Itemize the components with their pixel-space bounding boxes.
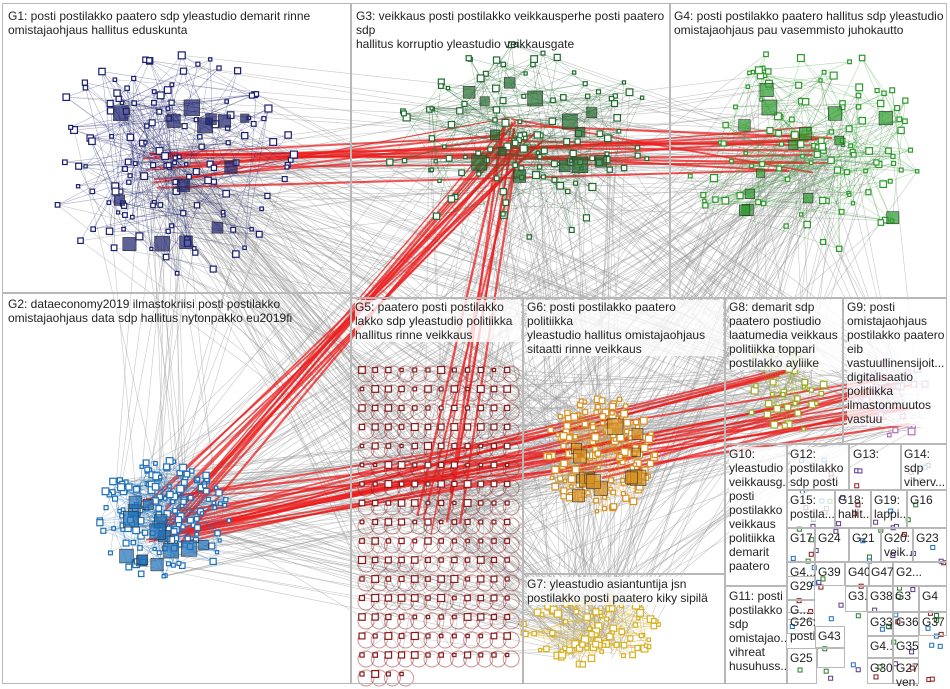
- group-label-g19: G19: lappi...: [874, 493, 906, 521]
- group-label-g35: G35: [896, 639, 919, 653]
- group-label-g47: G47: [871, 565, 893, 579]
- group-label-gx5: G4: [922, 589, 947, 603]
- group-label-g18: G18: hallit...: [838, 493, 870, 521]
- group-label-g7: G7: yleastudio asiantuntija jsn postilak…: [527, 577, 723, 605]
- group-box-g4: [670, 3, 947, 298]
- node: [930, 677, 934, 681]
- group-label-g36: G36: [896, 615, 919, 629]
- group-label-g37: G37: [922, 615, 947, 629]
- group-label-g38: G38: [870, 589, 893, 603]
- group-label-g2: G2: dataeconomy2019 ilmastokriisi posti …: [8, 297, 348, 325]
- node: [829, 676, 833, 680]
- group-label-g8: G8: demarit sdp paatero postiudio laatum…: [729, 300, 841, 370]
- group-label-gx4: G3: [895, 589, 919, 603]
- node: [930, 643, 934, 647]
- group-label-g14: G14: sdp viherv...: [904, 447, 946, 489]
- group-label-g5: G5: paatero posti postilakko lakko sdp y…: [355, 300, 521, 342]
- group-label-g13: G13:: [853, 447, 899, 461]
- group-label-gx7: G4...: [870, 639, 893, 653]
- group-label-g16: G16: [910, 493, 946, 507]
- group-label-g20: G20: veik...: [884, 531, 912, 559]
- group-label-g6: G6: posti postilakko paatero politiikka …: [527, 300, 723, 356]
- group-box-g5: [351, 298, 523, 684]
- node: [851, 663, 855, 667]
- node: [856, 614, 860, 618]
- group-box-gx8: [817, 648, 845, 668]
- group-label-g39: G39: [818, 565, 845, 579]
- group-label-g15: G15: postila...: [790, 493, 834, 521]
- group-label-g30: G33: [870, 615, 893, 629]
- group-label-g26: G24: [818, 531, 848, 545]
- group-label-g43: G43: [818, 629, 845, 643]
- node: [938, 644, 942, 648]
- group-label-gx6: G2...: [896, 565, 946, 579]
- node: [829, 617, 833, 621]
- group-label-g12: G12: postilakko sdp posti: [790, 447, 848, 489]
- group-label-g4: G4: posti postilakko paatero hallitus sd…: [674, 9, 946, 37]
- group-label-g9: G9: posti omistajaohjaus postilakko paat…: [847, 300, 946, 426]
- node: [856, 668, 860, 672]
- group-label-gx3: G3...: [848, 589, 867, 603]
- group-label-g1: G1: posti postilakko paatero sdp yleastu…: [8, 9, 348, 37]
- group-label-g33: G27: ven...: [896, 661, 919, 689]
- group-label-g24: G26: posti: [790, 615, 815, 643]
- group-label-g25: G29: [790, 579, 815, 593]
- group-label-g11: G11: posti postilakko sdp omistajao... v…: [729, 589, 786, 673]
- group-label-g29: G30: [870, 661, 893, 675]
- node: [839, 603, 843, 607]
- group-label-gx1: G4...: [790, 565, 815, 579]
- group-label-g21: G21: [852, 531, 880, 545]
- group-label-g40: G40: [848, 565, 869, 579]
- group-box-g1: [2, 3, 351, 293]
- group-label-g10: G10: yleastudio veikkausg... posti posti…: [729, 447, 786, 573]
- node: [824, 669, 828, 673]
- group-label-g23: G23: [916, 531, 946, 545]
- group-box-g2: [2, 293, 351, 684]
- group-label-g27: G25: [790, 651, 817, 665]
- group-label-g3: G3: veikkaus posti postilakko veikkauspe…: [356, 9, 668, 51]
- group-label-g17: G17: [790, 531, 815, 545]
